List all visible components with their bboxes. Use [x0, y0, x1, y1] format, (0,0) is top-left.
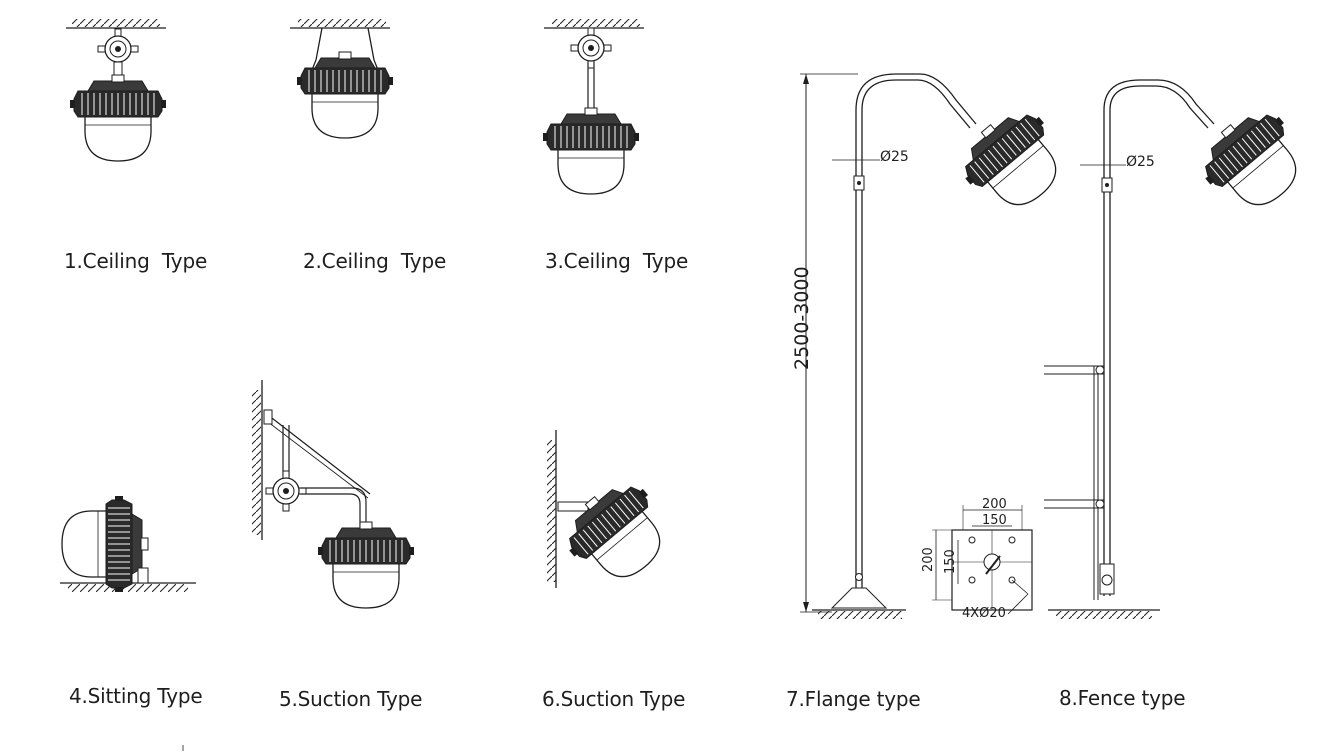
fence-type-drawing: Ø25: [1044, 79, 1319, 619]
flange-plate-detail: 200 150 200 150 4XØ20: [921, 497, 1033, 621]
fence-pipe-diameter: Ø25: [1126, 154, 1155, 170]
flange-pipe-diameter: Ø25: [880, 149, 909, 165]
ceiling-type-2-drawing: [290, 19, 394, 139]
plate-inner-width: 150: [982, 513, 1007, 528]
caption-ceiling-type-1: 1.Ceiling Type: [64, 249, 208, 273]
caption-ceiling-type-3: 3.Ceiling Type: [545, 249, 689, 273]
ceiling-type-1-drawing: [66, 19, 167, 162]
caption-suction-type-5: 5.Suction Type: [279, 687, 423, 711]
caption-flange-type: 7.Flange type: [786, 687, 921, 711]
plate-holes-label: 4XØ20: [962, 606, 1006, 621]
ceiling-type-3-drawing: [542, 19, 644, 195]
sitting-type-drawing: [60, 495, 196, 593]
flange-type-drawing: 2500-3000 Ø25: [791, 73, 1079, 619]
suction-type-6-drawing: [547, 430, 683, 598]
caption-suction-type-6: 6.Suction Type: [542, 687, 686, 711]
plate-outer-width: 200: [982, 497, 1007, 512]
plate-inner-height: 150: [943, 549, 958, 574]
suction-type-5-drawing: [252, 380, 415, 609]
caption-sitting-type: 4.Sitting Type: [69, 684, 203, 708]
caption-ceiling-type-2: 2.Ceiling Type: [303, 249, 447, 273]
plate-outer-height: 200: [921, 547, 936, 572]
pole-height-label: 2500-3000: [791, 266, 813, 370]
caption-fence-type: 8.Fence type: [1059, 686, 1186, 710]
